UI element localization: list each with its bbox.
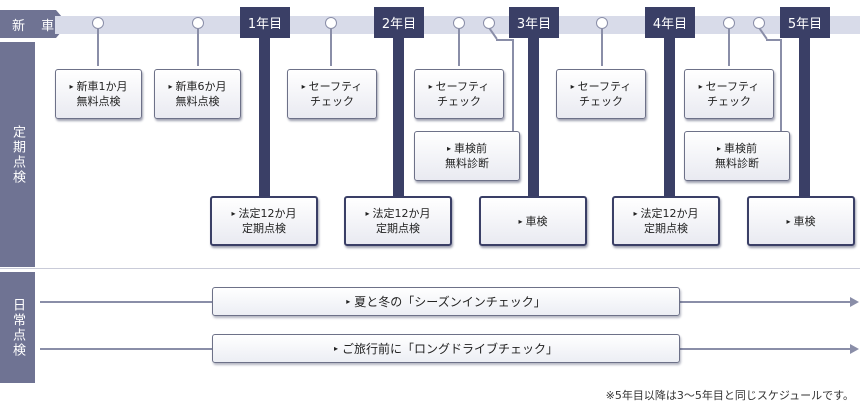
new-car-text: 新 車 [12, 18, 61, 34]
check-pre1-line2: 無料診断 [445, 157, 489, 170]
check-shaken1-box: 車検 [479, 196, 587, 246]
stem-safety1 [330, 28, 332, 66]
milestone-dot [92, 17, 104, 29]
year-3-label: 3年目 [516, 17, 552, 32]
stem-new6 [197, 28, 199, 66]
check-new6-box: 新車6か月 無料点検 [154, 69, 241, 119]
milestone-dot [192, 17, 204, 29]
check-new6-line1: 新車6か月 [168, 79, 227, 94]
section-divider [0, 268, 860, 269]
daily-season-check-label: 夏と冬の「シーズンインチェック」 [354, 295, 546, 309]
year-4-label: 4年目 [652, 17, 688, 32]
milestone-dot [753, 17, 765, 29]
daily-arrow-head-2 [850, 344, 859, 354]
check-legal1-box: 法定12か月 定期点検 [210, 196, 318, 246]
periodic-inspection-text: 定期点検 [10, 124, 25, 185]
check-legal2-line2: 定期点検 [376, 222, 420, 235]
check-new1-line2: 無料点検 [76, 95, 121, 108]
check-legal2-box: 法定12か月 定期点検 [344, 196, 452, 246]
check-pre2-line1: 車検前 [717, 141, 757, 156]
check-legal2-line1: 法定12か月 [365, 206, 431, 221]
stem-safety2 [458, 28, 460, 66]
milestone-dot [483, 17, 495, 29]
daily-travel-check-box: ご旅行前に「ロングドライブチェック」 [212, 334, 680, 363]
check-legal3-line2: 定期点検 [644, 222, 688, 235]
check-pre-inspection1-box: 車検前 無料診断 [414, 131, 520, 181]
daily-season-check-box: 夏と冬の「シーズンインチェック」 [212, 287, 680, 316]
check-safety2-line1: セーフティ [429, 79, 490, 94]
milestone-dot [453, 17, 465, 29]
year-5-label: 5年目 [787, 17, 823, 32]
periodic-inspection-label: 定期点検 [0, 42, 35, 267]
year-4-box: 4年目 [645, 7, 695, 38]
check-safety3-box: セーフティ チェック [556, 69, 646, 119]
year1-pillar [259, 30, 270, 200]
check-new1-line1: 新車1か月 [69, 79, 128, 94]
stem-safety4 [728, 28, 730, 66]
year5-pillar [799, 30, 810, 200]
milestone-dot [596, 17, 608, 29]
check-safety3-line2: チェック [579, 95, 623, 108]
year-5-box: 5年目 [780, 7, 830, 38]
check-safety1-box: セーフティ チェック [287, 69, 377, 119]
stem-new1 [97, 28, 99, 66]
check-safety3-line1: セーフティ [571, 79, 632, 94]
footnote: ※5年目以降は3〜5年目と同じスケジュールです。 [605, 389, 854, 402]
milestone-dot [325, 17, 337, 29]
check-safety2-box: セーフティ チェック [414, 69, 504, 119]
year-1-label: 1年目 [247, 17, 283, 32]
milestone-dot [723, 17, 735, 29]
check-legal1-line2: 定期点検 [242, 222, 286, 235]
year-1-box: 1年目 [240, 7, 290, 38]
year-2-box: 2年目 [374, 7, 424, 38]
check-shaken1-label: 車検 [518, 214, 548, 229]
check-shaken2-label: 車検 [786, 214, 816, 229]
check-legal3-line1: 法定12か月 [633, 206, 699, 221]
year-2-label: 2年目 [381, 17, 417, 32]
check-safety1-line2: チェック [310, 95, 354, 108]
check-pre2-line2: 無料診断 [715, 157, 759, 170]
daily-travel-check-label: ご旅行前に「ロングドライブチェック」 [342, 342, 559, 356]
daily-inspection-label: 日常点検 [0, 272, 35, 383]
year2-pillar [393, 30, 404, 200]
check-legal1-line1: 法定12か月 [231, 206, 297, 221]
check-safety4-line2: チェック [707, 95, 751, 108]
check-pre1-line1: 車検前 [447, 141, 487, 156]
stem-safety3 [601, 28, 603, 66]
check-legal3-box: 法定12か月 定期点検 [612, 196, 720, 246]
check-safety4-box: セーフティ チェック [684, 69, 774, 119]
check-new1-box: 新車1か月 無料点検 [55, 69, 142, 119]
stem-pre2-v [780, 40, 782, 132]
stem-pre1-h [496, 39, 514, 41]
check-new6-line2: 無料点検 [175, 95, 220, 108]
daily-arrow-head-1 [850, 297, 859, 307]
year4-pillar [664, 30, 675, 200]
stem-pre1-v [512, 40, 514, 132]
year-3-box: 3年目 [509, 7, 559, 38]
check-safety4-line1: セーフティ [699, 79, 760, 94]
check-safety2-line2: チェック [437, 95, 481, 108]
check-shaken2-box: 車検 [747, 196, 855, 246]
daily-inspection-text: 日常点検 [10, 297, 25, 358]
check-pre-inspection2-box: 車検前 無料診断 [684, 131, 790, 181]
year3-pillar [528, 30, 539, 200]
stem-pre2-h [766, 39, 782, 41]
check-safety1-line1: セーフティ [302, 79, 363, 94]
